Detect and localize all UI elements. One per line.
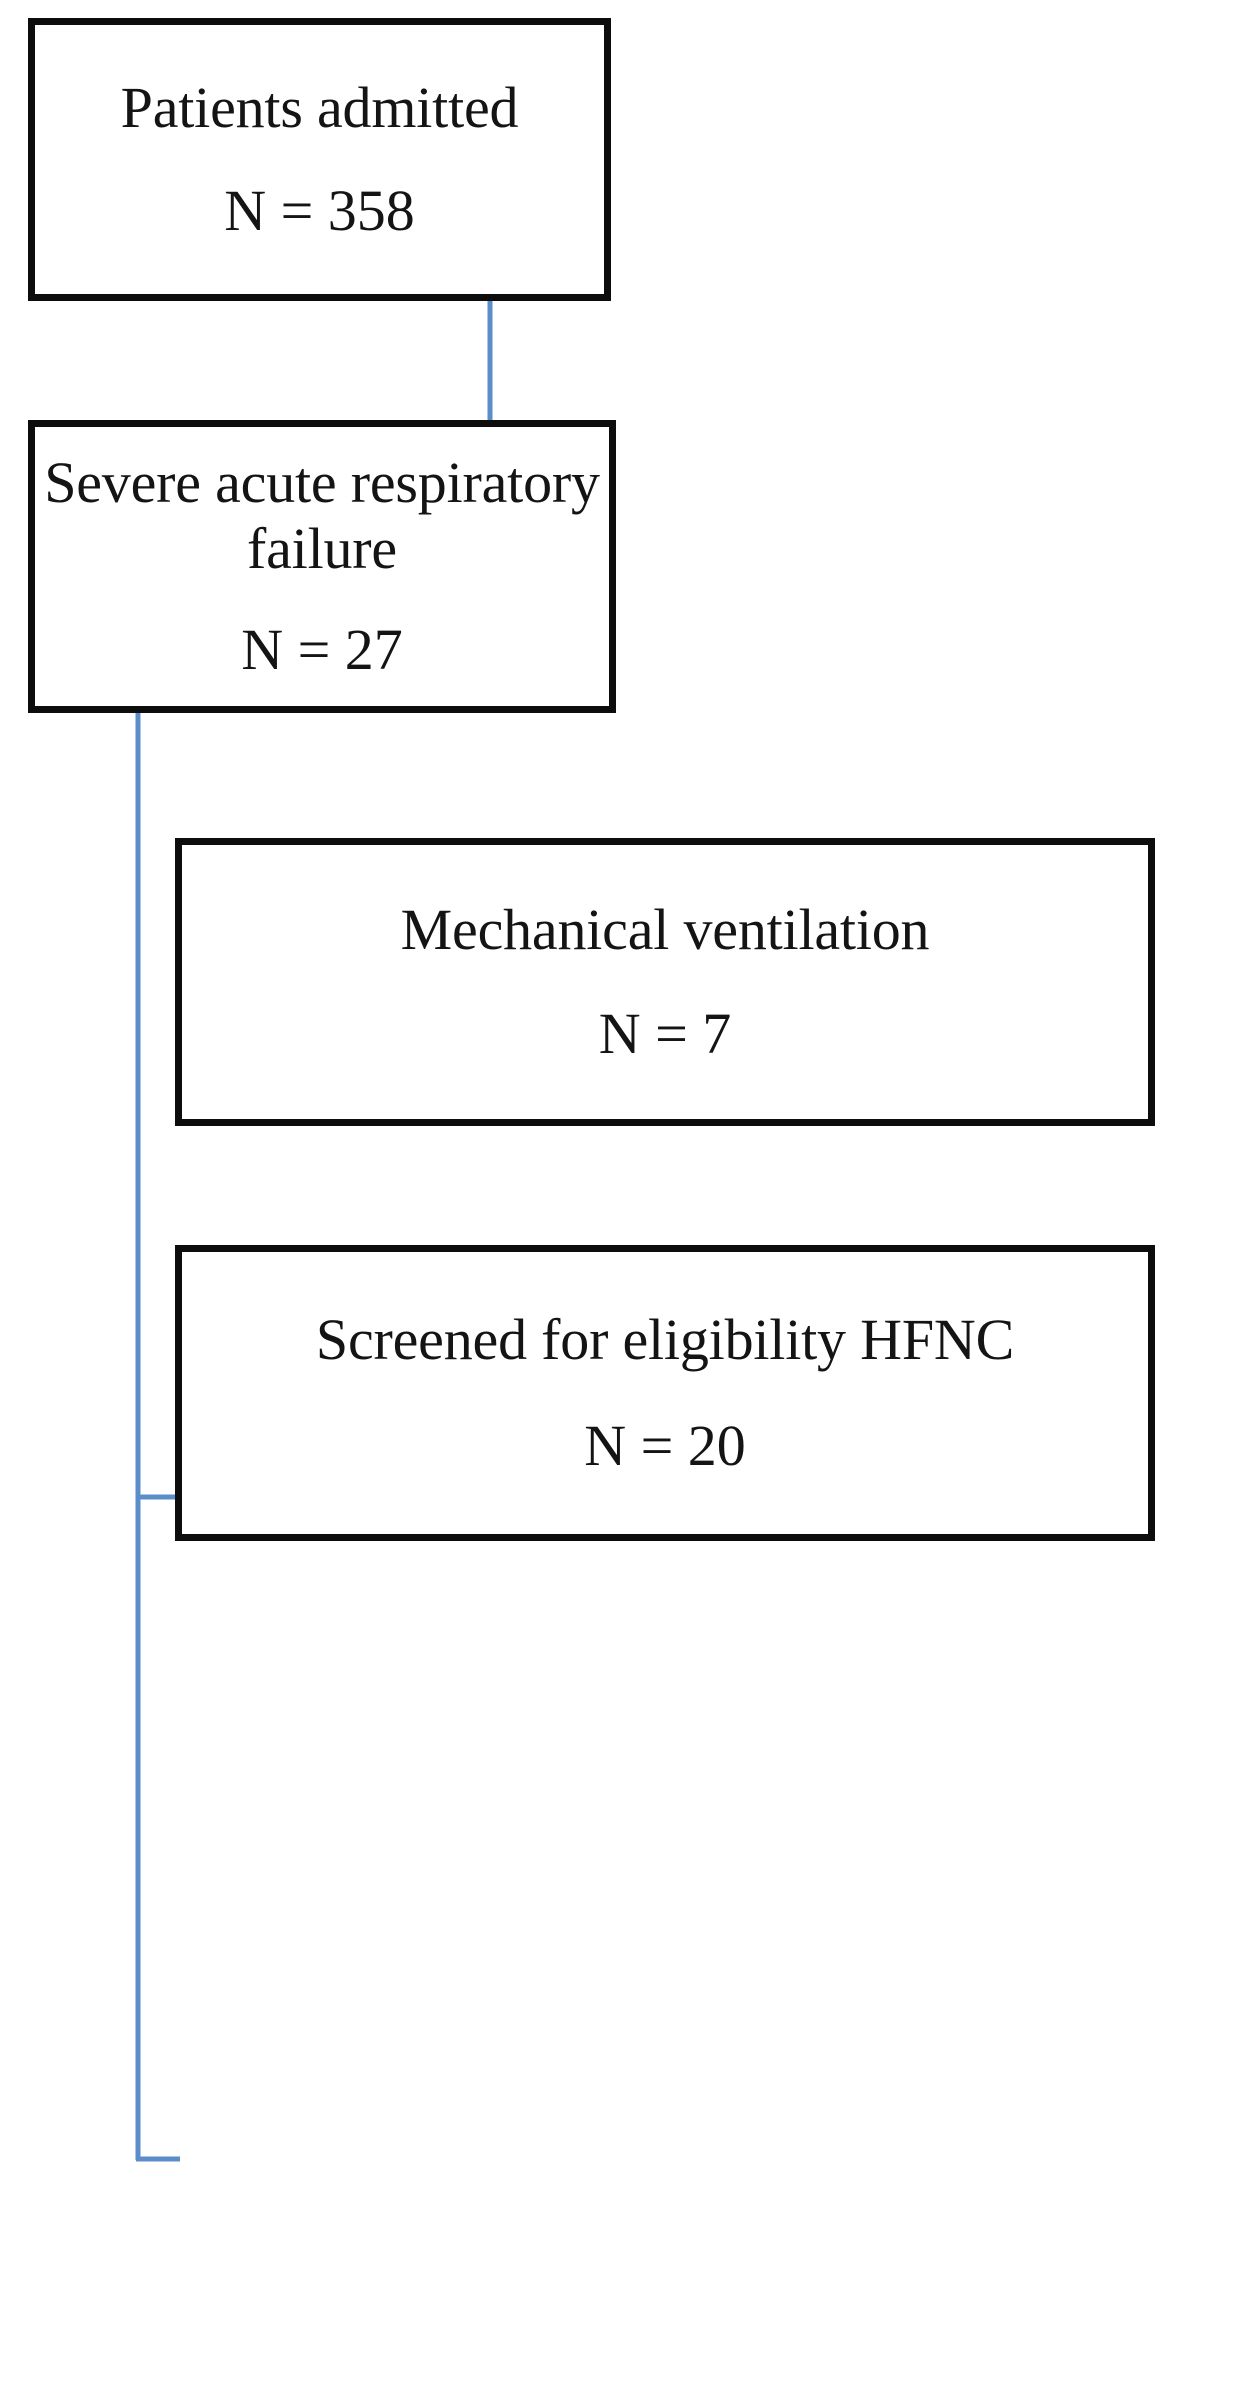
node-screened-for-eligibility-hfnc[interactable]: Screened for eligibility HFNC N = 20 bbox=[175, 1245, 1155, 1541]
node-patients-admitted[interactable]: Patients admitted N = 358 bbox=[28, 18, 611, 301]
node-count: N = 7 bbox=[598, 1001, 732, 1066]
node-mechanical-ventilation[interactable]: Mechanical ventilation N = 7 bbox=[175, 838, 1155, 1126]
node-count: N = 358 bbox=[224, 177, 415, 243]
node-severe-acute-respiratory-failure[interactable]: Severe acute respiratory failure N = 27 bbox=[28, 420, 616, 713]
node-count: N = 27 bbox=[241, 616, 403, 682]
node-title: Mechanical ventilation bbox=[400, 896, 930, 962]
node-title: Screened for eligibility HFNC bbox=[315, 1306, 1015, 1372]
node-title: Patients admitted bbox=[120, 75, 519, 141]
node-title: Severe acute respiratory failure bbox=[44, 450, 600, 582]
node-count: N = 20 bbox=[584, 1413, 746, 1478]
